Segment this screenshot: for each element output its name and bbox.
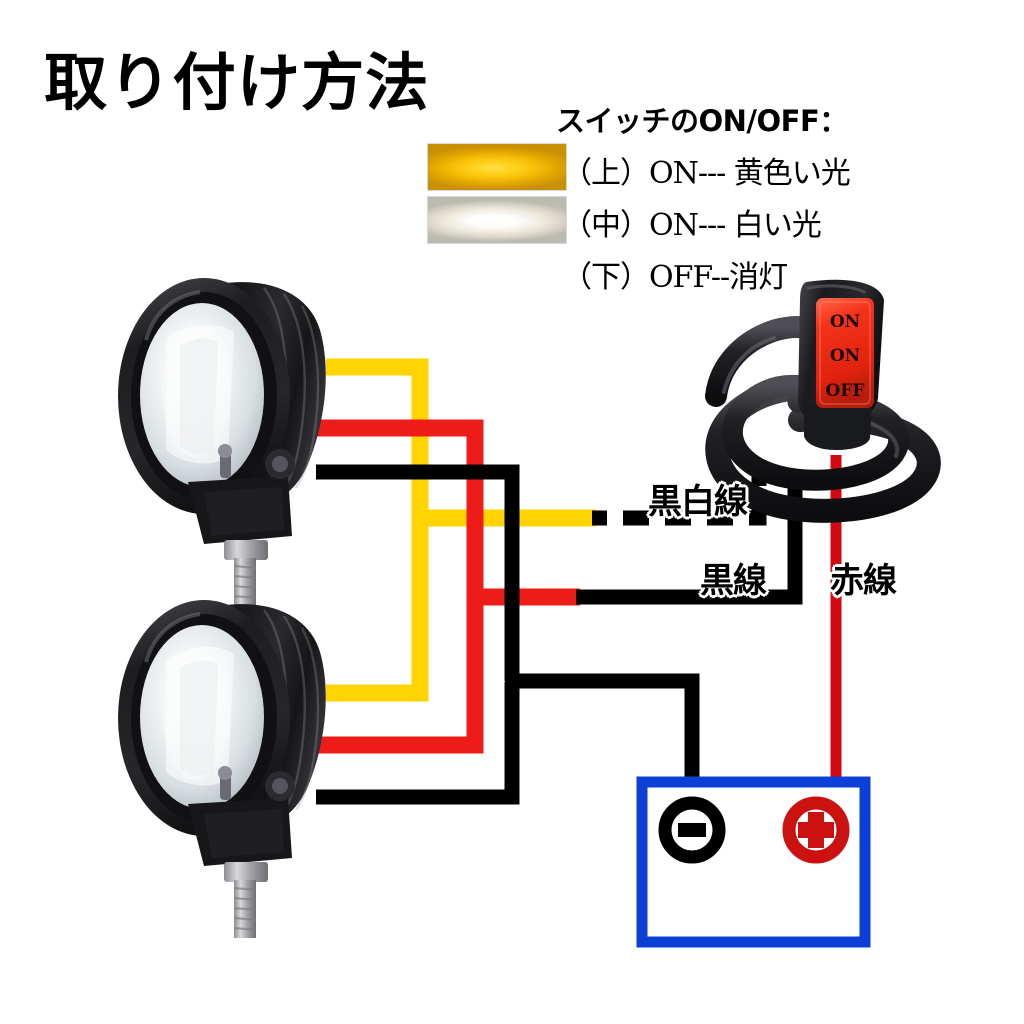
page-title: 取り付け方法: [44, 46, 430, 119]
led-spotlight-upper: [118, 278, 326, 616]
wire-label-black: 黒線: [700, 561, 767, 601]
legend-row-up-on: （上）ON--- 黄色い光: [562, 156, 851, 191]
wire-yellow-lower: [326, 519, 429, 702]
switch-rocker[interactable]: [816, 298, 874, 408]
switch-cable-inner: [721, 374, 910, 491]
battery-positive-terminal: [782, 796, 850, 864]
wire-black-upper: [316, 464, 520, 681]
wire-label-red: 赤線: [830, 561, 897, 601]
battery: [636, 776, 871, 948]
wire-label-black-white: 黒白線: [648, 482, 748, 522]
switch-label-on-1: ON: [830, 312, 860, 332]
led-spotlight-lower: [118, 600, 326, 938]
beam-swatch-amber: [427, 143, 567, 191]
legend-row-down-off: （下）OFF--消灯: [562, 260, 788, 295]
beam-swatch-white: [427, 196, 567, 244]
wire-red-lower: [316, 596, 484, 754]
legend-heading: スイッチのON/OFF：: [556, 104, 848, 138]
legend-row-middle-on: （中）ON--- 白い光: [562, 208, 822, 243]
wire-red-upper: [316, 419, 484, 597]
switch-label-on-2: ON: [830, 346, 860, 366]
wire-black-lower: [316, 682, 520, 805]
battery-negative-terminal: [658, 796, 726, 864]
wire-black-to-battery-negative: [505, 673, 700, 784]
switch-label-off: OFF: [826, 381, 865, 401]
wire-yellow-upper: [326, 358, 596, 527]
handlebar-switch[interactable]: ON ON OFF: [705, 279, 941, 523]
